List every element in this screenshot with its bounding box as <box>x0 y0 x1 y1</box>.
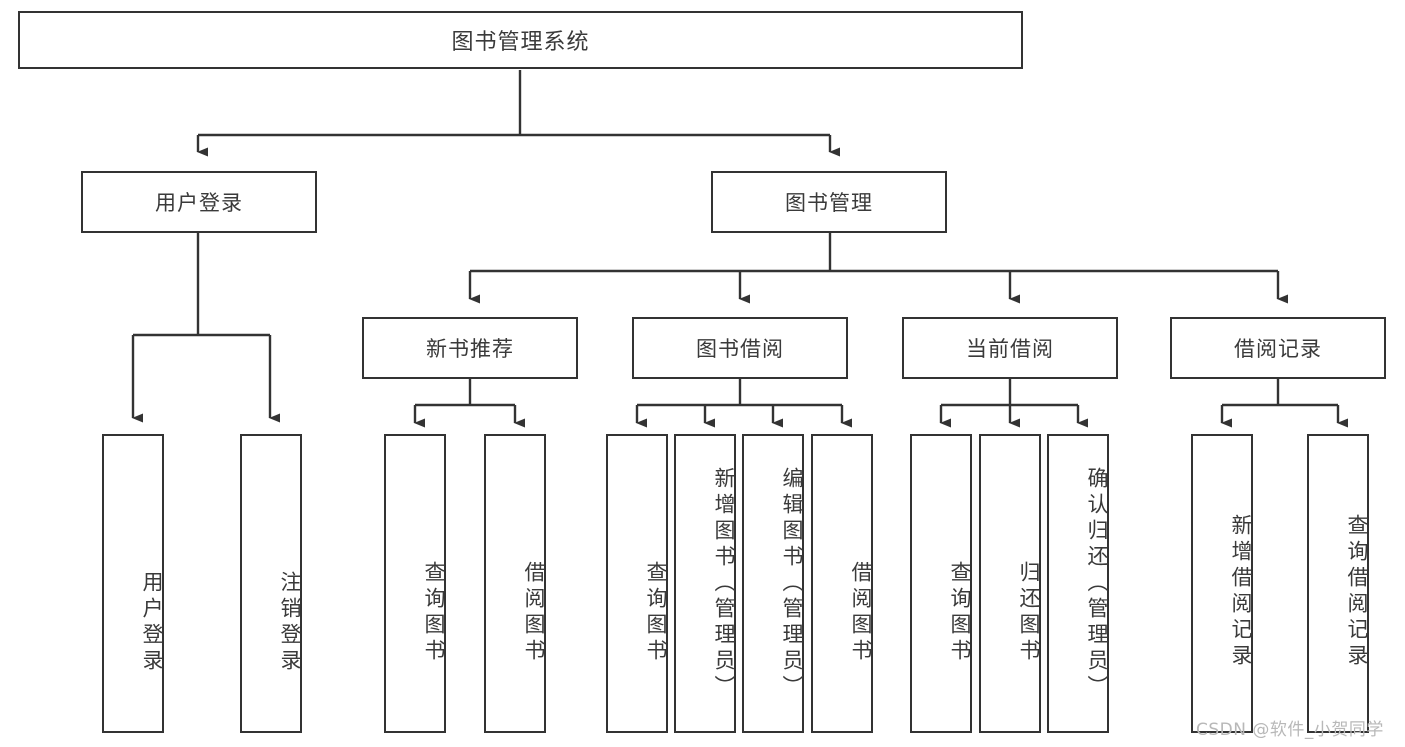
leaf-query-book-current[interactable]: 查询图书 <box>910 434 972 733</box>
leaf-borrow-book-new[interactable]: 借阅图书 <box>484 434 546 733</box>
leaf-confirm-return-admin[interactable]: 确认归还（管理员） <box>1047 434 1109 733</box>
leaf-query-borrow-record[interactable]: 查询借阅记录 <box>1307 434 1369 733</box>
node-borrow-record[interactable]: 借阅记录 <box>1170 317 1386 379</box>
node-current-borrow[interactable]: 当前借阅 <box>902 317 1118 379</box>
node-user-login[interactable]: 用户登录 <box>81 171 317 233</box>
node-book-manage[interactable]: 图书管理 <box>711 171 947 233</box>
leaf-borrow-book-borrow[interactable]: 借阅图书 <box>811 434 873 733</box>
leaf-edit-book-admin[interactable]: 编辑图书（管理员） <box>742 434 804 733</box>
leaf-user-login[interactable]: 用户登录 <box>102 434 164 733</box>
leaf-query-book-borrow[interactable]: 查询图书 <box>606 434 668 733</box>
node-root[interactable]: 图书管理系统 <box>18 11 1023 69</box>
leaf-add-borrow-record[interactable]: 新增借阅记录 <box>1191 434 1253 733</box>
watermark: CSDN @软件_小贺同学 <box>1196 720 1384 740</box>
leaf-query-book-new[interactable]: 查询图书 <box>384 434 446 733</box>
node-book-borrow[interactable]: 图书借阅 <box>632 317 848 379</box>
leaf-add-book-admin[interactable]: 新增图书（管理员） <box>674 434 736 733</box>
leaf-return-book[interactable]: 归还图书 <box>979 434 1041 733</box>
node-new-book-recommend[interactable]: 新书推荐 <box>362 317 578 379</box>
leaf-logout[interactable]: 注销登录 <box>240 434 302 733</box>
